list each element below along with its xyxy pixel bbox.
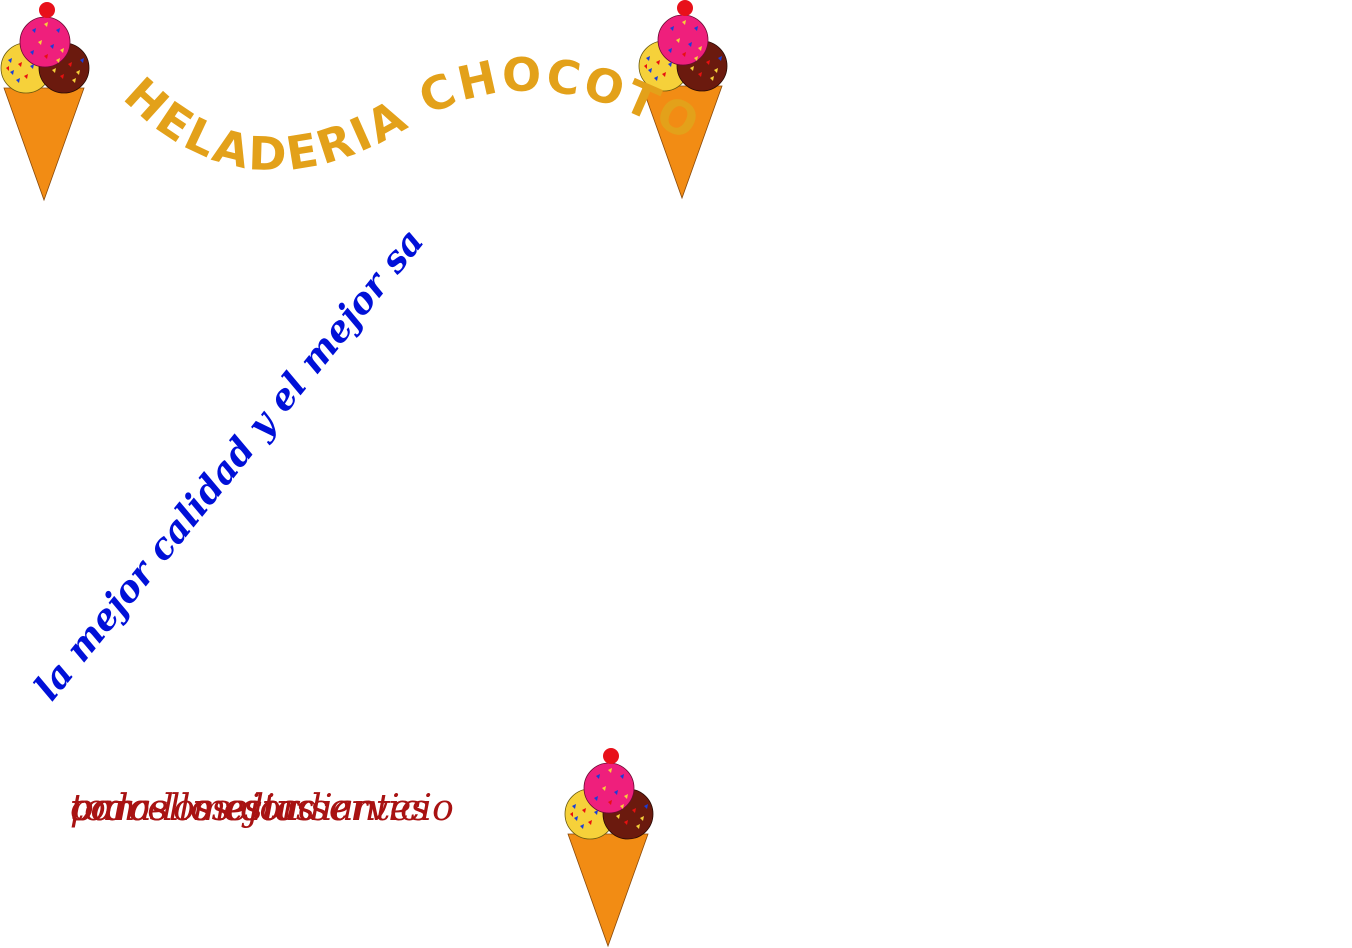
tagline-line: todos los dias xyxy=(70,788,315,829)
slogan-text: la mejor calidad y el mejor sa xyxy=(26,220,433,709)
page-title: HELADERIA CHOCOTO xyxy=(114,47,710,181)
tagline-line: con el mejor servicio xyxy=(70,788,455,829)
ice-cream-cone-icon xyxy=(564,746,656,948)
tagline-line: para los estudiantes xyxy=(70,788,429,829)
title-arc: HELADERIA CHOCOTO xyxy=(114,47,710,181)
